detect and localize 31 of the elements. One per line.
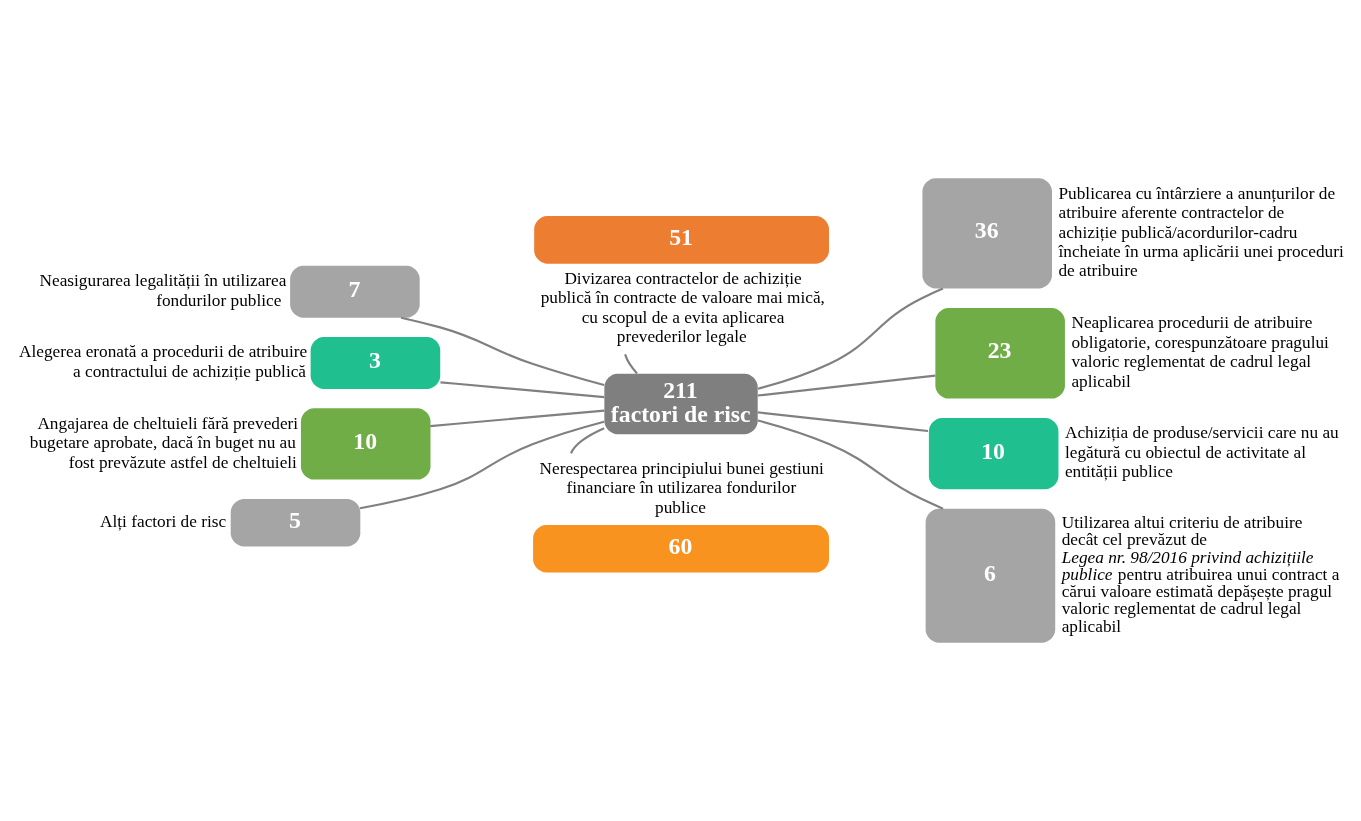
node-box: 3 <box>310 337 441 389</box>
node-box: 10 <box>300 408 431 480</box>
connector <box>400 316 605 387</box>
node-label: Achiziția de produse/servicii care nu au legătură cu obiectul de activitate al entității publice <box>1064 423 1339 482</box>
node-box: 6 <box>925 508 1056 643</box>
node-box: 5 <box>230 499 361 547</box>
connector <box>570 427 605 454</box>
node-label: Neaplicarea procedurii de atribuire obligatorie, corespunzătoare pragului valoric reglementat de cadrul legal aplicabil <box>1071 313 1329 391</box>
connector <box>440 381 605 399</box>
connector <box>624 354 638 375</box>
node-label: Neasigurarea legalității în utilizarea fondurilor publice <box>39 271 287 310</box>
node-label: Utilizarea altui criteriu de atribuire decât cel prevăzut de Legea nr. 98/2016 privind achizițiile publice pentru atribuirea unui contract a cărui valoare estimată depășește pragul valoric reglementat de cadrul legal aplicabil <box>1061 512 1340 636</box>
node-label: Publicarea cu întârziere a anunțurilor de atribuire aferente contractelor de achiziție publică/acordurilor-cadru încheiate în urma aplicării unei proceduri de atribuire <box>1058 183 1344 281</box>
node-label: Alegerea eronată a procedurii de atribuire a contractului de achiziție publică <box>19 342 308 381</box>
connector <box>430 409 605 428</box>
node-box: 51 <box>534 216 829 264</box>
connector <box>359 420 605 510</box>
connector <box>757 374 936 397</box>
node-label: Angajarea de cheltuieli fără prevederi bugetare aprobate, dacă în buget nu au fost prevăzute astfel de cheltuieli <box>29 413 299 472</box>
node-label: Divizarea contractelor de achiziție publică în contracte de valoare mai mică, cu scopul de a evita aplicarea prevederilor legale <box>540 268 825 347</box>
node-label: Alți factori de risc <box>100 511 227 531</box>
node-box: 10 <box>928 418 1059 490</box>
node-box: 60 <box>533 524 829 573</box>
node-label: Nerespectarea principiului bunei gestiuni financiare în utilizarea fondurilor publice <box>539 459 824 517</box>
connector <box>757 419 944 510</box>
connector <box>757 287 944 390</box>
node-box: 23 <box>935 307 1065 399</box>
node-box: 7 <box>290 265 420 318</box>
node-box: 36 <box>922 178 1052 289</box>
connector <box>757 411 929 433</box>
node-box: 211 factori de risc <box>604 373 758 435</box>
